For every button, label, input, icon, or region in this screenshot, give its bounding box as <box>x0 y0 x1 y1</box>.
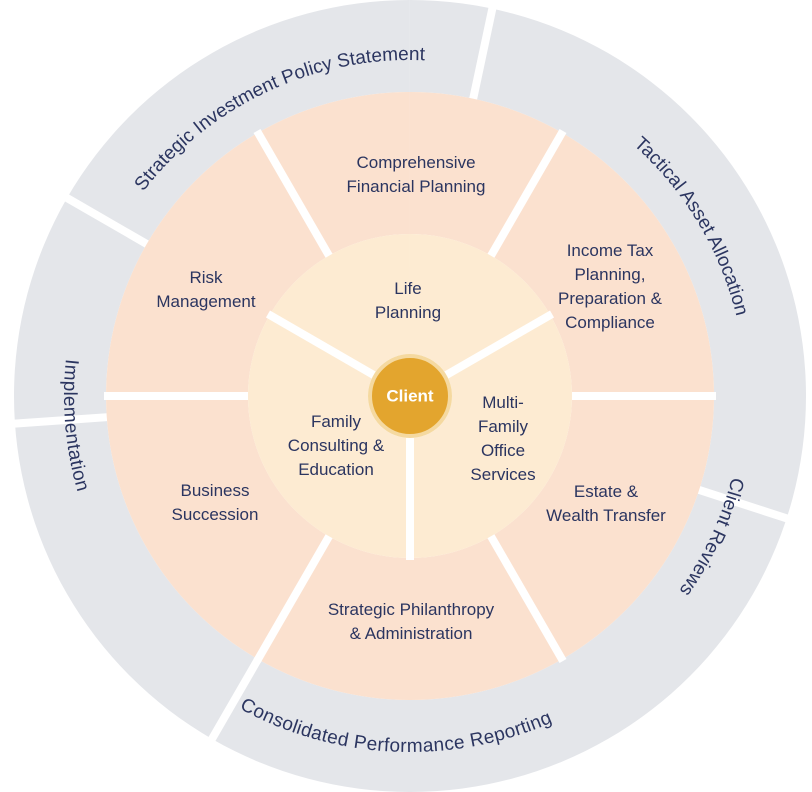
middle-ring-band <box>106 92 715 700</box>
client-hub <box>368 354 452 438</box>
middle-ring-label-line: Wealth Transfer <box>546 506 666 525</box>
inner-ring-label-line: Services <box>470 465 535 484</box>
middle-ring-divider <box>253 128 334 260</box>
middle-ring-label-line: Succession <box>172 505 259 524</box>
middle-ring-label-line: Planning, <box>575 265 646 284</box>
middle-ring-label-line: Comprehensive <box>356 153 475 172</box>
inner-ring-band <box>247 234 572 558</box>
middle-ring-label: Estate & Wealth Transfer <box>546 482 666 525</box>
middle-ring-divider <box>253 532 334 664</box>
middle-ring-label-line: Income Tax <box>567 241 654 260</box>
middle-ring-label-line: Preparation & <box>558 289 663 308</box>
outer-ring-divider <box>10 413 110 428</box>
inner-ring-divider <box>444 310 555 379</box>
client-label: Client <box>386 387 434 406</box>
center-hub: Client <box>368 354 452 438</box>
inner-ring-label-line: Education <box>298 460 374 479</box>
outer-ring-divider <box>61 192 151 249</box>
outer-ring-divider <box>206 655 263 745</box>
inner-ring-label-line: Life <box>394 279 421 298</box>
middle-ring-label-line: Estate & <box>574 482 639 501</box>
inner-ring-label-line: Family <box>478 417 529 436</box>
middle-ring-label-line: Risk <box>189 268 223 287</box>
inner-ring-label-line: Family <box>311 412 362 431</box>
middle-ring-label-line: & Administration <box>350 624 473 643</box>
middle-ring-divider <box>486 128 567 260</box>
middle-ring-label-line: Management <box>156 292 256 311</box>
outer-ring-divider <box>468 3 498 102</box>
middle-ring-label-line: Business <box>181 481 250 500</box>
inner-ring-label-line: Planning <box>375 303 441 322</box>
inner-ring-label-line: Consulting & <box>288 436 385 455</box>
middle-ring-divider <box>486 532 567 664</box>
middle-ring-label-line: Financial Planning <box>347 177 486 196</box>
middle-ring-label: Strategic Philanthropy & Administration <box>328 600 495 643</box>
inner-ring-divider <box>265 310 376 379</box>
outer-ring-divider <box>695 485 792 524</box>
middle-ring-label-line: Compliance <box>565 313 655 332</box>
middle-ring-label-line: Strategic Philanthropy <box>328 600 495 619</box>
inner-ring-label-line: Multi- <box>482 393 524 412</box>
inner-ring-label-line: Office <box>481 441 525 460</box>
